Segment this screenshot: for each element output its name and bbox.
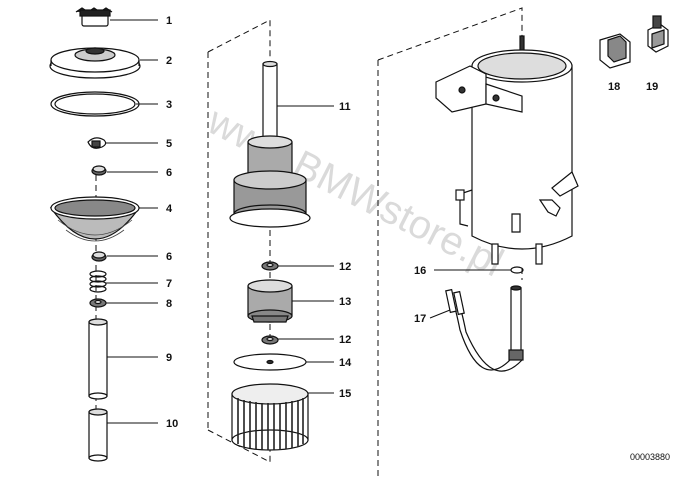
callout-3: 3 — [166, 99, 172, 111]
callout-9: 9 — [166, 352, 172, 364]
part-7-spring — [89, 270, 107, 293]
callout-2: 2 — [166, 55, 172, 67]
callout-6b: 6 — [166, 251, 172, 263]
callout-13: 13 — [339, 296, 351, 308]
reservoir-tank — [435, 35, 579, 265]
callout-17: 17 — [414, 313, 426, 325]
callout-6a: 6 — [166, 167, 172, 179]
callout-12b: 12 — [339, 334, 351, 346]
part-10-short-tube — [88, 408, 108, 462]
middle-leader-lines — [277, 105, 334, 394]
part-12-washer-upper — [261, 261, 279, 271]
part-4-filter-bowl — [49, 196, 141, 242]
part-19-clip — [647, 15, 669, 53]
part-13-rubber-sleeve — [247, 279, 293, 323]
callout-19: 19 — [646, 81, 658, 93]
part-14-disc — [233, 353, 307, 371]
part-5-clip — [87, 137, 107, 149]
callout-5: 5 — [166, 138, 172, 150]
callout-11: 11 — [339, 101, 351, 113]
part-3-seal-ring — [50, 91, 140, 117]
callout-12a: 12 — [339, 261, 351, 273]
right-leader-lines — [429, 269, 511, 319]
callout-14: 14 — [339, 357, 352, 369]
document-id: 00003880 — [630, 452, 670, 462]
left-leader-lines — [106, 19, 158, 424]
callout-15: 15 — [339, 388, 351, 400]
callout-4: 4 — [166, 203, 173, 215]
part-9-tube — [88, 318, 108, 400]
part-6-nut-lower — [91, 251, 107, 262]
callout-8: 8 — [166, 298, 172, 310]
part-18-clip — [599, 33, 631, 69]
part-17-sensor-cable — [445, 285, 524, 372]
part-1-knob — [75, 7, 113, 27]
part-16-o-ring — [510, 266, 524, 274]
callout-1: 1 — [166, 15, 172, 27]
part-12-washer-lower — [261, 335, 279, 345]
part-11-filter-cartridge — [229, 60, 311, 228]
callout-7: 7 — [166, 278, 172, 290]
callout-10: 10 — [166, 418, 178, 430]
part-6-nut-upper — [91, 165, 107, 176]
callout-18: 18 — [608, 81, 620, 93]
callout-16: 16 — [414, 265, 426, 277]
part-15-strainer — [231, 383, 309, 451]
right-group-outline — [377, 7, 523, 476]
part-2-lid — [49, 47, 141, 79]
part-8-washer — [89, 298, 107, 308]
